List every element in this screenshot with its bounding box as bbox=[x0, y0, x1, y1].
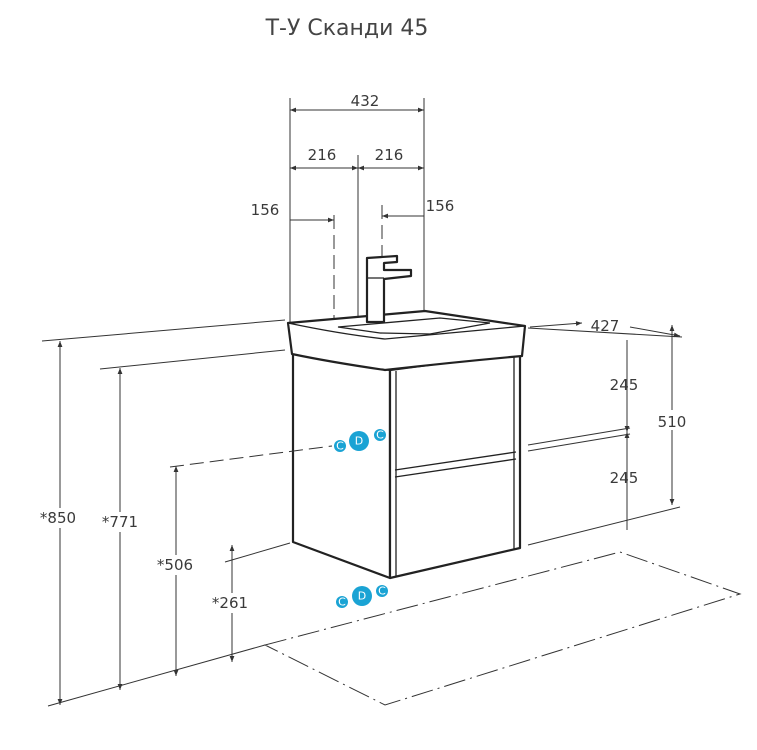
svg-text:D: D bbox=[358, 590, 366, 603]
svg-text:156: 156 bbox=[251, 201, 280, 219]
svg-text:*506: *506 bbox=[157, 556, 193, 574]
dimension-510: 510 bbox=[652, 325, 692, 505]
dimension-506: *506 bbox=[152, 466, 198, 676]
svg-text:510: 510 bbox=[658, 413, 687, 431]
svg-text:D: D bbox=[355, 435, 363, 448]
dimension-850: *850 bbox=[34, 341, 84, 705]
cold-water-icon: C bbox=[336, 596, 348, 609]
dimension-261: *261 bbox=[208, 545, 254, 662]
dimension-245-245: 245 245 bbox=[610, 340, 639, 530]
svg-text:C: C bbox=[338, 596, 346, 609]
dimension-216-216: 216 216 bbox=[290, 146, 424, 171]
faucet bbox=[365, 254, 413, 324]
floor-outline bbox=[263, 551, 742, 706]
cabinet bbox=[291, 351, 522, 580]
svg-text:*261: *261 bbox=[212, 594, 248, 612]
dimension-432: 432 bbox=[290, 92, 424, 113]
hot-water-icon: C bbox=[376, 585, 388, 598]
drawing-title: Т-У Сканди 45 bbox=[265, 16, 429, 41]
wall-connections: C D C bbox=[334, 429, 386, 453]
svg-text:432: 432 bbox=[351, 92, 380, 110]
svg-text:C: C bbox=[376, 429, 384, 442]
svg-text:C: C bbox=[378, 585, 386, 598]
floor-connections: C D C bbox=[336, 585, 388, 609]
hot-water-icon: C bbox=[374, 429, 386, 442]
dimension-156-offsets: 156 156 bbox=[251, 197, 455, 223]
dimension-771: *771 bbox=[96, 368, 142, 690]
svg-text:156: 156 bbox=[426, 197, 455, 215]
svg-text:C: C bbox=[336, 440, 344, 453]
svg-text:*771: *771 bbox=[102, 513, 138, 531]
svg-text:245: 245 bbox=[610, 469, 639, 487]
basin bbox=[286, 309, 527, 372]
svg-text:216: 216 bbox=[308, 146, 337, 164]
right-extension-lines bbox=[527, 327, 683, 546]
dimension-427: 427 bbox=[529, 317, 681, 338]
svg-text:245: 245 bbox=[610, 376, 639, 394]
left-extension-lines bbox=[41, 319, 333, 707]
svg-text:*850: *850 bbox=[40, 509, 76, 527]
drain-icon: D bbox=[349, 431, 369, 451]
cold-water-icon: C bbox=[334, 440, 346, 453]
svg-text:427: 427 bbox=[591, 317, 620, 335]
svg-text:216: 216 bbox=[375, 146, 404, 164]
drain-icon: D bbox=[352, 586, 372, 606]
